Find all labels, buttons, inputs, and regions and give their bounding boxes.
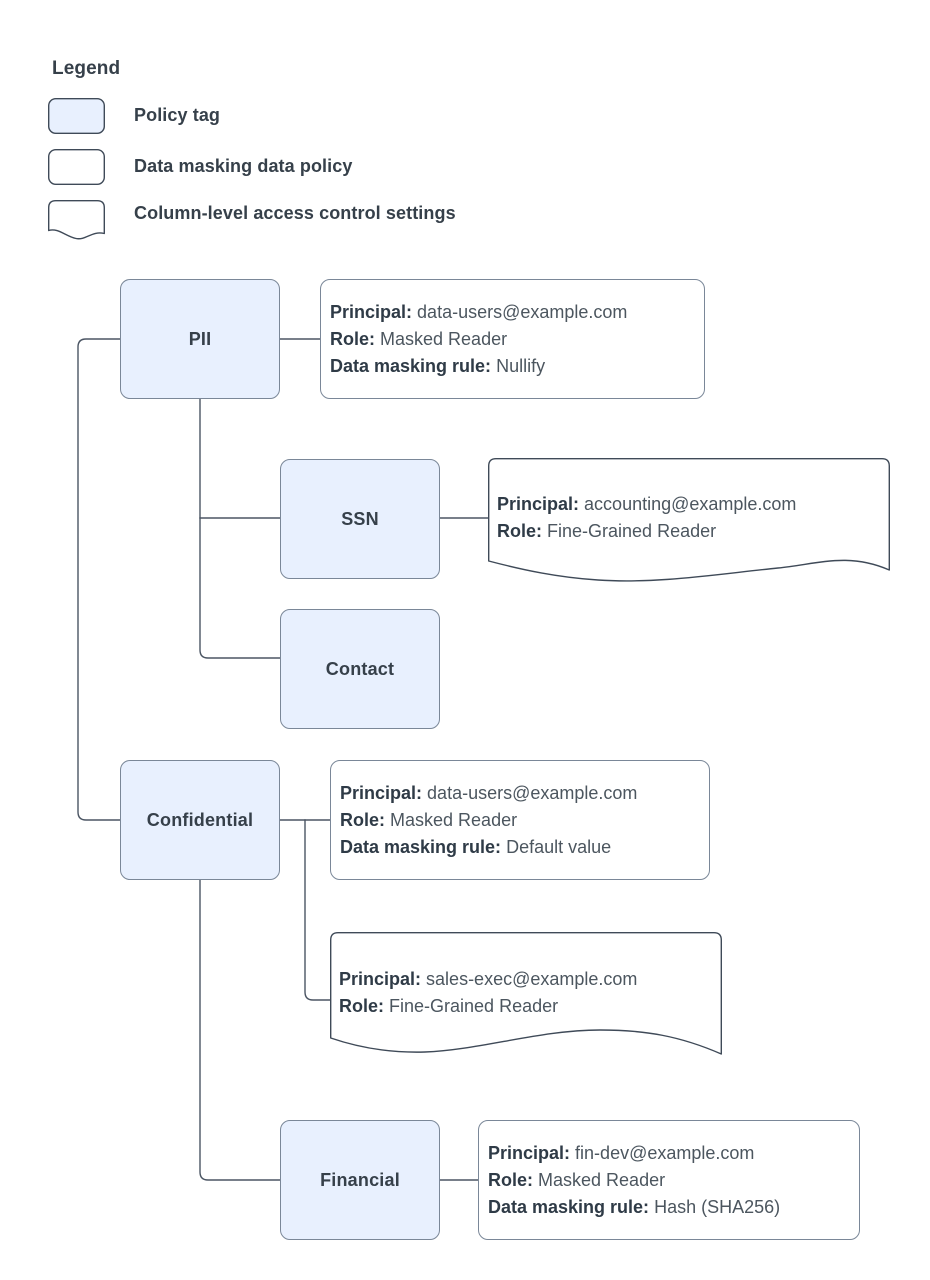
policy-role-value: Masked Reader: [538, 1169, 666, 1190]
policy-role-value: Masked Reader: [390, 809, 518, 830]
policy-tag-node-contact[interactable]: Contact: [280, 609, 440, 729]
policy-principal-value: accounting@example.com: [584, 494, 797, 514]
policy-tag-label: Confidential: [146, 809, 254, 830]
data-masking-policy-box-pii[interactable]: Principal: data-users@example.com Role: …: [320, 279, 705, 399]
data-masking-policy-box-financial[interactable]: Principal: fin-dev@example.com Role: Mas…: [478, 1120, 860, 1240]
legend-swatch-policy-tag: [47, 97, 105, 134]
policy-tag-node-financial[interactable]: Financial: [280, 1120, 440, 1240]
policy-masking-rule-label: Data masking rule:: [340, 836, 502, 857]
policy-principal-line: Principal: sales-exec@example.com: [339, 966, 637, 993]
policy-principal-label: Principal:: [330, 301, 413, 322]
policy-principal-line: Principal: data-users@example.com: [340, 780, 709, 807]
policy-principal-value: fin-dev@example.com: [575, 1142, 755, 1163]
policy-role-line: Role: Masked Reader: [488, 1167, 859, 1194]
column-access-control-box-confidential[interactable]: Principal: sales-exec@example.com Role: …: [330, 932, 722, 1060]
policy-role-line: Role: Masked Reader: [330, 326, 704, 353]
policy-role-label: Role:: [497, 521, 542, 541]
policy-principal-value: data-users@example.com: [417, 301, 628, 322]
policy-role-value: Masked Reader: [380, 328, 508, 349]
policy-masking-rule-label: Data masking rule:: [488, 1196, 650, 1217]
policy-text-block: Principal: accounting@example.com Role: …: [497, 491, 796, 545]
policy-masking-rule-line: Data masking rule: Hash (SHA256): [488, 1194, 859, 1221]
policy-principal-label: Principal:: [340, 782, 423, 803]
legend-label-column-access-control: Column-level access control settings: [134, 203, 456, 223]
policy-role-value: Fine-Grained Reader: [389, 996, 559, 1016]
policy-principal-value: data-users@example.com: [427, 782, 638, 803]
legend-label-data-masking-policy: Data masking data policy: [134, 156, 353, 176]
policy-principal-line: Principal: data-users@example.com: [330, 299, 704, 326]
policy-masking-rule-line: Data masking rule: Default value: [340, 834, 709, 861]
policy-tag-node-pii[interactable]: PII: [120, 279, 280, 399]
policy-principal-label: Principal:: [497, 494, 580, 514]
policy-role-label: Role:: [340, 809, 385, 830]
policy-masking-rule-value: Default value: [506, 836, 612, 857]
data-masking-policy-box-confidential[interactable]: Principal: data-users@example.com Role: …: [330, 760, 710, 880]
policy-masking-rule-value: Hash (SHA256): [654, 1196, 781, 1217]
policy-masking-rule-label: Data masking rule:: [330, 355, 492, 376]
policy-masking-rule-line: Data masking rule: Nullify: [330, 353, 704, 380]
policy-tag-node-confidential[interactable]: Confidential: [120, 760, 280, 880]
wire-confidential-to-access-policy: [304, 819, 331, 1001]
policy-role-line: Role: Fine-Grained Reader: [339, 993, 637, 1020]
policy-role-line: Role: Fine-Grained Reader: [497, 518, 796, 545]
legend-title: Legend: [52, 58, 121, 79]
policy-tag-label: Contact: [325, 658, 395, 679]
policy-text-block: Principal: sales-exec@example.com Role: …: [339, 966, 637, 1020]
policy-tag-label: SSN: [341, 508, 379, 529]
policy-tag-label: Financial: [320, 1169, 400, 1190]
wire-root-spine: [77, 338, 121, 821]
policy-tag-node-ssn[interactable]: SSN: [280, 459, 440, 579]
wire-confidential-to-financial: [199, 878, 281, 1181]
legend-swatch-column-access-control: [48, 200, 105, 240]
policy-principal-label: Principal:: [488, 1142, 571, 1163]
policy-principal-line: Principal: fin-dev@example.com: [488, 1140, 859, 1167]
policy-tag-label: PII: [188, 328, 212, 349]
legend-label-policy-tag: Policy tag: [134, 105, 221, 125]
policy-role-line: Role: Masked Reader: [340, 807, 709, 834]
policy-role-label: Role:: [488, 1169, 533, 1190]
policy-role-value: Fine-Grained Reader: [547, 521, 717, 541]
legend-swatch-data-masking-policy: [47, 148, 105, 185]
column-access-control-box-ssn[interactable]: Principal: accounting@example.com Role: …: [488, 458, 890, 584]
policy-principal-value: sales-exec@example.com: [426, 969, 638, 989]
wire-pii-to-contact: [199, 398, 281, 659]
policy-masking-rule-value: Nullify: [496, 355, 546, 376]
policy-principal-label: Principal:: [339, 969, 422, 989]
policy-role-label: Role:: [330, 328, 375, 349]
policy-principal-line: Principal: accounting@example.com: [497, 491, 796, 518]
policy-role-label: Role:: [339, 996, 384, 1016]
